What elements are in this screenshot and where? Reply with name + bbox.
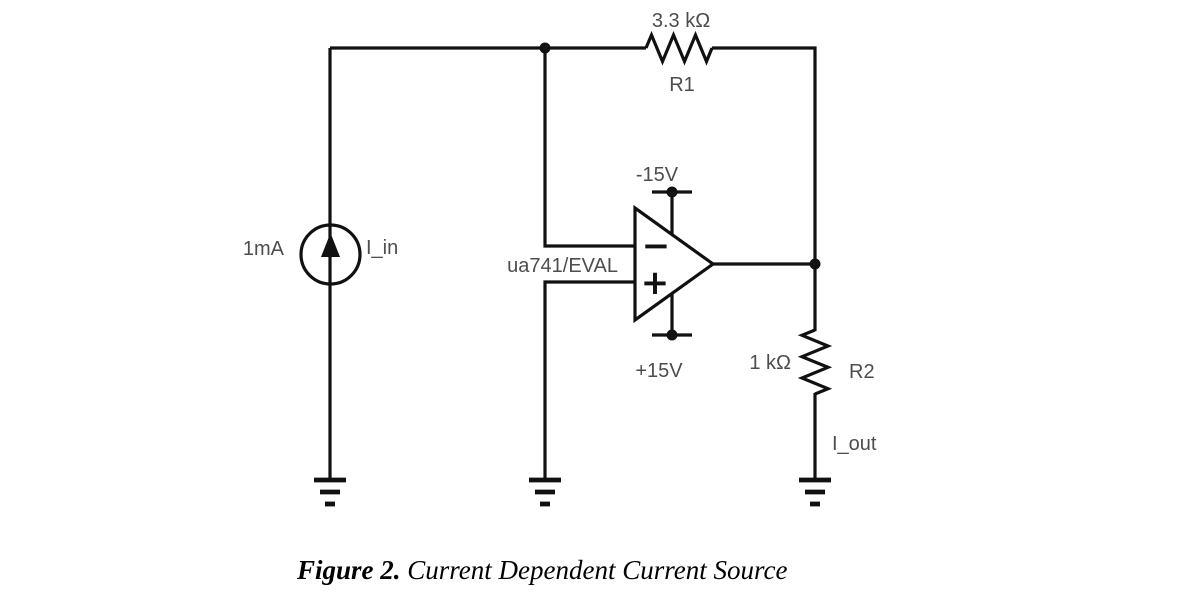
ground-symbol-left: [314, 477, 346, 507]
positive-supply-label: +15V: [635, 360, 683, 382]
input-current-label: I_in: [366, 237, 398, 259]
opamp-triangle: [633, 204, 716, 324]
current-source-circle: [299, 223, 362, 286]
r2-name-label: R2: [849, 361, 875, 383]
output-current-label: I_out: [832, 433, 877, 455]
positive-supply-terminal-dot: [666, 329, 678, 341]
r1-name-label: R1: [669, 74, 695, 96]
junction-dot-output-node: [809, 258, 821, 270]
ground-symbol-right: [799, 477, 831, 507]
ground-symbol-middle: [529, 477, 561, 507]
current-source-arrow-icon: [321, 233, 340, 257]
figure-caption: Figure 2. Current Dependent Current Sour…: [297, 555, 788, 586]
opamp-part-label: ua741/EVAL: [507, 255, 618, 277]
wire-inverting-input: [543, 48, 636, 248]
opamp-inverting-sign: −: [642, 226, 671, 266]
resistor-r2: [797, 328, 833, 396]
junction-dot-top-node: [539, 42, 551, 54]
r1-value-label: 3.3 kΩ: [652, 10, 710, 32]
current-source-value-label: 1mA: [243, 238, 285, 260]
circuit-diagram: − + 3.3 kΩ R1 -15V +15V ua741/EVAL 1mA I…: [243, 10, 877, 507]
resistor-r1: [644, 30, 714, 66]
wire-noninverting-input: [543, 280, 636, 478]
opamp-noninverting-sign: +: [641, 263, 670, 303]
wire-top-right: [712, 46, 817, 264]
figure-caption-label: Figure 2.: [297, 555, 401, 585]
negative-supply-label: -15V: [636, 164, 679, 186]
figure-caption-title: Current Dependent Current Source: [400, 555, 788, 585]
negative-supply-terminal-dot: [666, 186, 678, 198]
r2-value-label: 1 kΩ: [749, 352, 791, 374]
